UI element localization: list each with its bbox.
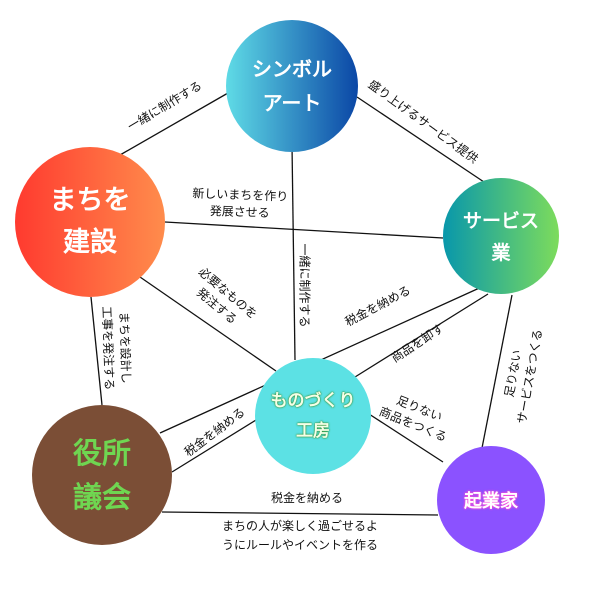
edge-build-workshop bbox=[139, 276, 277, 372]
node-town-build-circle bbox=[15, 147, 165, 297]
edge-workshop-entrepreneur bbox=[368, 413, 444, 463]
edge-build-office bbox=[90, 296, 103, 406]
edge-label-symbol-workshop: 一緒に制作する bbox=[296, 236, 313, 336]
node-label: 建設 bbox=[63, 227, 117, 258]
node-label: 工房 bbox=[296, 421, 330, 441]
edge-workshop-service bbox=[354, 293, 489, 378]
edge-office-workshop bbox=[171, 419, 257, 473]
node-label: アート bbox=[262, 91, 322, 115]
edge-label-text: 一緒に制作する bbox=[297, 243, 312, 328]
node-entrepreneur[interactable]: 起業家 bbox=[437, 485, 545, 515]
node-label: サービス bbox=[462, 210, 539, 232]
edge-label-build-office: まちを設計し工事を発注する bbox=[97, 295, 135, 400]
edge-label-text: まちの人が楽しく過ごせるよ bbox=[221, 519, 378, 533]
edge-symbol-workshop bbox=[291, 144, 296, 361]
edge-service-entrepreneur bbox=[481, 294, 513, 449]
node-label: まちを bbox=[49, 185, 131, 216]
node-symbol-art-circle bbox=[226, 20, 358, 152]
edge-office-entrepreneur bbox=[161, 511, 439, 516]
node-label: ものづくり bbox=[270, 391, 356, 411]
node-service-circle bbox=[443, 178, 559, 294]
edge-label-office-entrepreneur-top: 税金を納める bbox=[247, 490, 367, 507]
edge-build-symbol bbox=[119, 92, 229, 156]
node-symbol-art[interactable]: シンボル アート bbox=[226, 48, 358, 124]
node-label: 起業家 bbox=[464, 491, 518, 512]
edge-label-text: うにルールやイベントを作る bbox=[221, 538, 378, 552]
edge-build-service bbox=[164, 221, 444, 239]
edge-label-build-service: 新しいまちを作り発展させる bbox=[179, 185, 300, 223]
node-service[interactable]: サービス 業 bbox=[443, 206, 559, 268]
node-office[interactable]: 役所 議会 bbox=[32, 430, 172, 520]
node-label: シンボル bbox=[252, 57, 332, 81]
node-entrepreneur-circle bbox=[437, 446, 545, 554]
node-workshop-circle bbox=[255, 358, 371, 474]
edge-label-text: 工事を発注する bbox=[99, 306, 117, 391]
edge-label-text: 税金を納める bbox=[270, 491, 343, 505]
node-label: 議会 bbox=[72, 480, 131, 514]
node-label: 役所 bbox=[72, 436, 131, 470]
edge-symbol-service bbox=[356, 96, 485, 183]
node-office-circle bbox=[32, 405, 172, 545]
node-workshop[interactable]: ものづくり 工房 bbox=[255, 385, 371, 447]
edge-label-office-entrepreneur-bottom: まちの人が楽しく過ごせるようにルールやイベントを作る bbox=[200, 517, 400, 555]
node-label: 業 bbox=[491, 242, 511, 264]
node-town-build[interactable]: まちを 建設 bbox=[15, 178, 165, 266]
